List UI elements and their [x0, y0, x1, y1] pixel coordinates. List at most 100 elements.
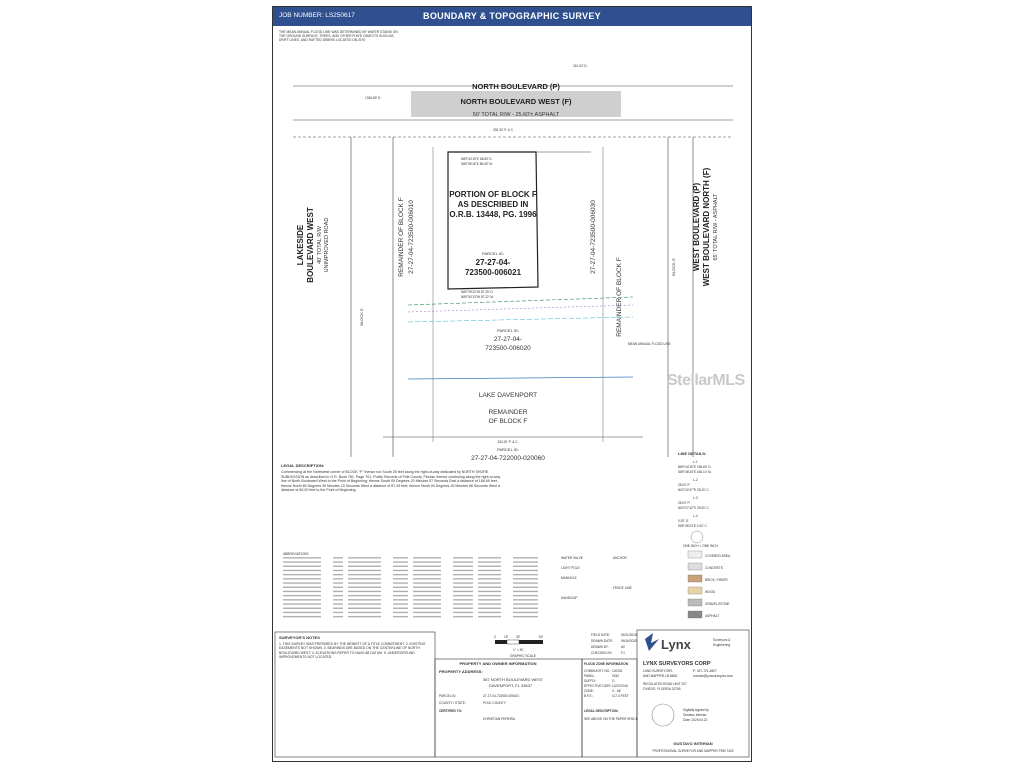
line-detail-id-0: L-1 — [693, 460, 698, 464]
legend-sym-1: LIGHT POLE — [561, 566, 580, 570]
surveyor-sub: PROFESSIONAL SURVEYOR AND MAPPER PSM 740… — [653, 749, 734, 753]
effective: 12/22/2016 — [612, 684, 628, 688]
lynx-logo-icon — [645, 633, 659, 651]
firm-sub1: LAND SURVEYORS — [643, 669, 672, 673]
parcel-south-1: 27-27-04- — [494, 336, 522, 343]
checked-label: CHECKED BY: — [591, 651, 613, 655]
remainder-right: REMAINDER OF BLOCK F — [616, 257, 623, 336]
dim-top-right: 210.00' D. — [573, 64, 588, 68]
abbreviations-title: ABBREVIATIONS — [283, 552, 308, 556]
notes-title: SURVEYOR'S NOTES — [279, 635, 320, 640]
bottom-dim: 333.20' P. & C. — [498, 440, 519, 444]
water-edge — [407, 376, 634, 380]
legend-sym-9: WOOD — [705, 590, 716, 594]
line-detail-id-3: L-4 — [693, 514, 698, 518]
line-detail-b-1: N00°42'47"E 25.20' C. — [678, 488, 710, 492]
unimproved-road: UNIMPROVED ROAD — [324, 218, 330, 273]
remainder-left-id: 27-27-04-723500-006010 — [408, 200, 415, 274]
zone: X - AE — [612, 689, 621, 693]
firm-address: REGULATED ROAD UNIT 207 — [643, 682, 687, 686]
firm-tagline-1: Surveyors & — [713, 638, 731, 642]
legend-sym-3: ANCHOR — [613, 556, 628, 560]
community-label: COMMUNITY NO.: — [584, 669, 611, 673]
drawn-by: AV — [621, 645, 626, 649]
field-info: FIELD DATE: 04/11/2025 DRAWN DATE: 04/16… — [591, 633, 637, 655]
suffix: G — [612, 679, 615, 683]
flood-line — [407, 296, 634, 306]
scale-tick-1: 15' — [504, 635, 509, 639]
row-north: 50' TOTAL R/W - 25.60'± ASPHALT — [473, 112, 560, 118]
firm-city: OVIEDO, FLORIDA 32765 — [643, 687, 681, 691]
parcel-id: 27-27-04-723500-006021 — [483, 694, 519, 698]
row-west: 40' TOTAL R/W — [317, 225, 323, 264]
checked: FJ — [621, 651, 625, 655]
road-north-west-f: NORTH BOULEVARD WEST (F) — [460, 97, 572, 106]
graphic-scale: 0 15' 30' 60' 1" = 30' GRAPHIC SCALE — [494, 635, 544, 658]
line-detail-b-0: S89°48'34"E 166.14' M. — [678, 470, 712, 474]
block-e: BLOCK E — [359, 308, 364, 326]
line-detail-id-1: L-2 — [693, 478, 698, 482]
line-detail-b-2: N00°07'42"E 25.00' C. — [678, 506, 710, 510]
line-detail-a-2: 25.00' P. — [678, 501, 690, 505]
field-date-label: FIELD DATE: — [591, 633, 610, 637]
drawn: 04/16/2025 — [621, 639, 637, 643]
legend-sym-11: ASPHALT — [705, 614, 719, 618]
remainder-south-2: OF BLOCK F — [489, 418, 528, 425]
firm-phone: P: 407-721-4807 — [693, 669, 717, 673]
scale-tick-3: 60' — [539, 635, 544, 639]
line-details-title: LINE DETAILS: — [678, 451, 706, 456]
north-arrow-note: ONE INCH = ONE INCH — [683, 544, 718, 548]
parcel-south-2: 723500-006020 — [485, 345, 531, 352]
panel: 0240 — [612, 674, 619, 678]
legend-sym-5: FENCE LINE — [613, 586, 632, 590]
parcel-id-label: PARCEL ID: — [439, 694, 456, 698]
north-arrow-icon — [690, 530, 704, 544]
watermark: StellarMLS — [667, 372, 745, 389]
dim-top-left: 1336.89' D. — [365, 96, 381, 100]
bottom-parcel: 27-27-04-722000-020060 — [471, 455, 545, 462]
line-detail-a-3: 0.92' D. — [678, 519, 689, 523]
legal-label: LEGAL DESCRIPTION: — [584, 709, 618, 713]
county: POLK COUNTY — [483, 701, 507, 705]
survey-title: BOUNDARY & TOPOGRAPHIC SURVEY — [423, 11, 601, 21]
symbols-legend: WATER VALVE LIGHT POLE MANHOLE ANCHOR HA… — [561, 550, 731, 619]
bearing-top-p: N89°44'15"E 86.69' D. — [461, 157, 493, 161]
line-detail-a-0: N89°44'15"E 166.69' D. — [678, 465, 712, 469]
community: 120261 — [612, 669, 623, 673]
firm-tagline-2: Engineering — [713, 643, 730, 647]
line-detail-b-3: S89°46'24"E 0.92' C. — [678, 524, 708, 528]
dim-top-line: 333.30' P. & C. — [493, 128, 514, 132]
certified-label: CERTIFIED TO: — [439, 709, 462, 713]
bearing-bottom-m: N89°50'13"W 87.22' M. — [461, 295, 494, 299]
legend-sym-10: GRAVEL/STONE — [705, 602, 730, 606]
drawn-label: DRAWN DATE: — [591, 639, 613, 643]
address-2: DAVENPORT, FL 33837 — [489, 683, 533, 688]
row-east: 65' TOTAL R/W - ASPHALT — [713, 193, 719, 261]
contour-line-1 — [407, 304, 634, 313]
survey-drawing: THE MEAN ANNUAL FLOOD LINE WAS DETERMINE… — [274, 30, 750, 758]
north-road-band — [411, 91, 621, 117]
signed-1: Digitally signed by — [683, 708, 709, 712]
firm-box — [636, 629, 750, 758]
flood-zone-title: FLOOD ZONE INFORMATION — [584, 662, 629, 666]
flood-note: THE MEAN ANNUAL FLOOD LINE WAS DETERMINE… — [279, 30, 398, 42]
road-west-blvd-p: WEST BOULEVARD (P) — [692, 183, 701, 272]
legend-sym-8: BRICK / PAVER — [705, 578, 728, 582]
legal-text: Commencing at the Northwest corner of BL… — [281, 470, 501, 493]
scale-ratio: 1" = 30' — [513, 648, 524, 652]
legend-sym-7: CONCRETE — [705, 566, 723, 570]
signed-2: Gustavo Interian — [683, 713, 707, 717]
firm-sub2: AND MAPPER LB 8468 — [643, 674, 677, 678]
scale-tick-0: 0 — [494, 635, 496, 639]
address-1: 367 NORTH BOULEVARD WEST — [483, 677, 544, 682]
survey-sheet: JOB NUMBER: LS250617 BOUNDARY & TOPOGRAP… — [272, 6, 752, 762]
firm-company: LYNX SURVEYORS CORP — [643, 661, 711, 667]
remainder-left: REMAINDER OF BLOCK F — [398, 197, 405, 276]
property-title: PROPERTY AND OWNER INFORMATION — [459, 661, 536, 666]
legend-sym-2: MANHOLE — [561, 576, 577, 580]
title-bar: JOB NUMBER: LS250617 BOUNDARY & TOPOGRAP… — [273, 7, 751, 26]
notes-text: 1. THIS SURVEY WAS PREPARED BY THE BENEF… — [279, 642, 426, 660]
firm-name: Lynx — [661, 637, 692, 652]
subject-parcel — [447, 151, 539, 290]
address-label: PROPERTY ADDRESS: — [439, 669, 483, 674]
